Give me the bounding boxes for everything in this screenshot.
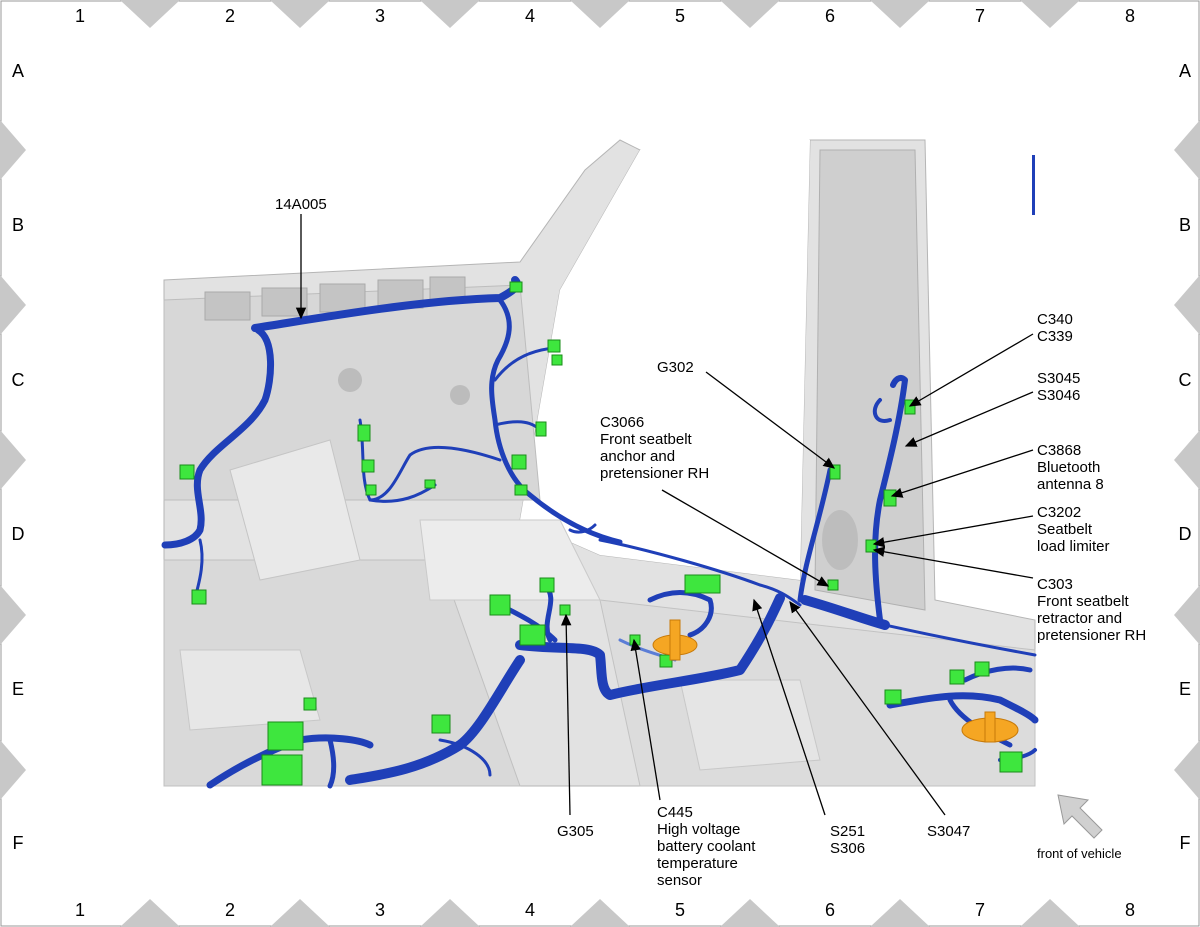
grid-column-top-6: 6 [824,6,835,26]
leader-lines [295,214,1034,816]
grid-column-top-2: 2 [224,6,235,26]
bottom-zone-markers [120,899,1080,927]
grid-column-bottom-1: 1 [74,900,85,920]
grid-column-bottom-5: 5 [674,900,685,920]
callout-c3066: C3066 Front seatbelt anchor and pretensi… [600,414,710,482]
grid-column-bottom-2: 2 [224,900,235,920]
grid-column-bottom-7: 7 [974,900,985,920]
grid-column-top-4: 4 [524,6,535,26]
callout-g302: G302 [657,359,694,376]
callout-c445: C445 High voltage battery coolant temper… [657,804,756,889]
grid-row-left-d: D [11,524,25,544]
grid-column-top-7: 7 [974,6,985,26]
grid-row-right-b: B [1178,215,1191,235]
callout-s251-s306: S251 S306 [830,823,866,857]
grid-column-top-3: 3 [374,6,385,26]
grid-column-bottom-6: 6 [824,900,835,920]
right-zone-markers [1174,120,1200,800]
callout-g305: G305 [557,823,594,840]
front-of-vehicle-arrow-icon [1057,794,1103,839]
grid-row-left-c: C [11,370,25,390]
callout-c340-c339: C340 C339 [1037,311,1073,345]
grid-column-top-1: 1 [74,6,85,26]
grid-row-left-f: F [12,833,24,853]
orange-brackets [652,619,1019,743]
grid-row-right-c: C [1178,370,1192,390]
grid-row-right-f: F [1179,833,1191,853]
grid-column-top-5: 5 [674,6,685,26]
grid-column-bottom-8: 8 [1124,900,1135,920]
grid-column-bottom-3: 3 [374,900,385,920]
left-zone-markers [0,120,26,800]
grid-column-bottom-4: 4 [524,900,535,920]
grid-row-right-d: D [1178,524,1192,544]
callout-s3045-s3046: S3045 S3046 [1037,370,1081,404]
front-of-vehicle-label: front of vehicle [1037,846,1122,861]
grid-row-left-a: A [11,61,24,81]
grid-row-left-e: E [11,679,24,699]
callout-c303: C303 Front seatbelt retractor and preten… [1037,576,1147,644]
grid-row-right-a: A [1178,61,1191,81]
grid-row-right-e: E [1178,679,1191,699]
top-zone-markers [120,0,1080,28]
grid-column-top-8: 8 [1124,6,1135,26]
vehicle-body [163,139,1036,787]
callout-s3047: S3047 [927,823,971,840]
callout-14a005: 14A005 [275,196,327,213]
callout-c3868: C3868 Bluetooth antenna 8 [1037,442,1104,493]
callout-c3202: C3202 Seatbelt load limiter [1037,504,1110,555]
connectors [179,281,1023,786]
grid-row-left-b: B [11,215,24,235]
